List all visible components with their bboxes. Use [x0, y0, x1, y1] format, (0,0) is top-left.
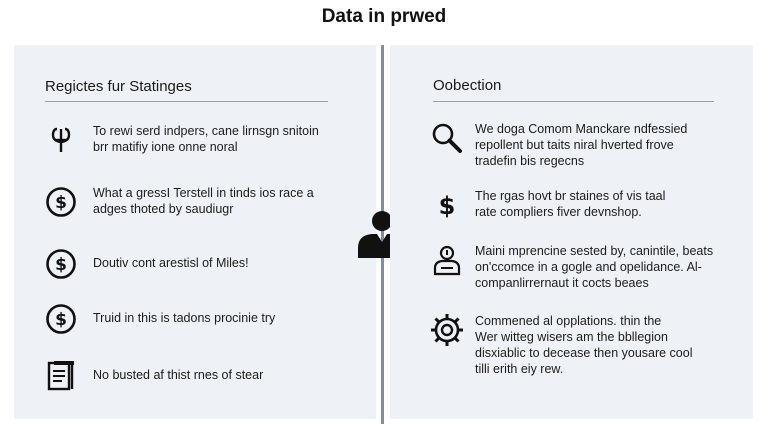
left-item: $ Truid in this is tadons procinie try — [44, 302, 364, 336]
svg-text:$: $ — [55, 310, 67, 330]
dollar-circle-icon: $ — [44, 185, 78, 219]
left-panel: Regictes fur Statinges To rewi serd indp… — [14, 45, 376, 419]
left-item-text: No busted af thist rnes of stear — [93, 368, 264, 382]
left-item-text: What a gressI Terstell in tinds ios race… — [93, 186, 314, 216]
right-item: $ The rgas hovt br staines of vis taal r… — [430, 188, 745, 222]
svg-text:$: $ — [55, 255, 67, 275]
left-item-text: To rewi serd indpers, cane lirnsgn snito… — [93, 124, 319, 154]
magnifier-icon — [430, 121, 464, 155]
right-item: Maini mprencine sested by, canintile, be… — [430, 243, 745, 291]
person-badge-icon — [430, 243, 464, 277]
left-panel-heading: Regictes fur Statinges — [45, 78, 192, 95]
left-item-text: Truid in this is tadons procinie try — [93, 311, 276, 325]
right-heading-rule — [433, 101, 714, 102]
gear-circle-icon — [430, 313, 464, 347]
left-item: $ Doutiv cont arestisl of Miles! — [44, 247, 364, 281]
left-heading-rule — [45, 101, 328, 102]
right-item-text: Maini mprencine sested by, canintile, be… — [475, 244, 714, 290]
right-panel: Oobection We doga Comom Manckare ndfessi… — [390, 45, 753, 419]
right-item-text: The rgas hovt br staines of vis taal rat… — [475, 189, 666, 219]
document-list-icon — [44, 359, 78, 393]
left-item: $ What a gressI Terstell in tinds ios ra… — [44, 185, 364, 219]
right-item-text: Commened al opplations. thin the Wer wit… — [475, 314, 693, 376]
left-item-text: Doutiv cont arestisl of Miles! — [93, 256, 249, 270]
left-item: To rewi serd indpers, cane lirnsgn snito… — [44, 123, 364, 157]
svg-text:$: $ — [55, 193, 67, 213]
page-title: Data in prwed — [321, 6, 447, 27]
right-item: Commened al opplations. thin the Wer wit… — [430, 313, 745, 377]
right-panel-heading: Oobection — [433, 77, 502, 94]
left-item: No busted af thist rnes of stear — [44, 359, 364, 393]
right-item-text: We doga Comom Manckare ndfessied repolle… — [475, 122, 688, 168]
dollar-circle-icon: $ — [44, 302, 78, 336]
dollar-sign-icon: $ — [430, 188, 464, 222]
svg-text:$: $ — [439, 192, 456, 219]
center-divider — [381, 45, 384, 424]
right-item: We doga Comom Manckare ndfessied repolle… — [430, 121, 745, 169]
dollar-circle-icon: $ — [44, 247, 78, 281]
stethoscope-icon — [44, 123, 78, 157]
